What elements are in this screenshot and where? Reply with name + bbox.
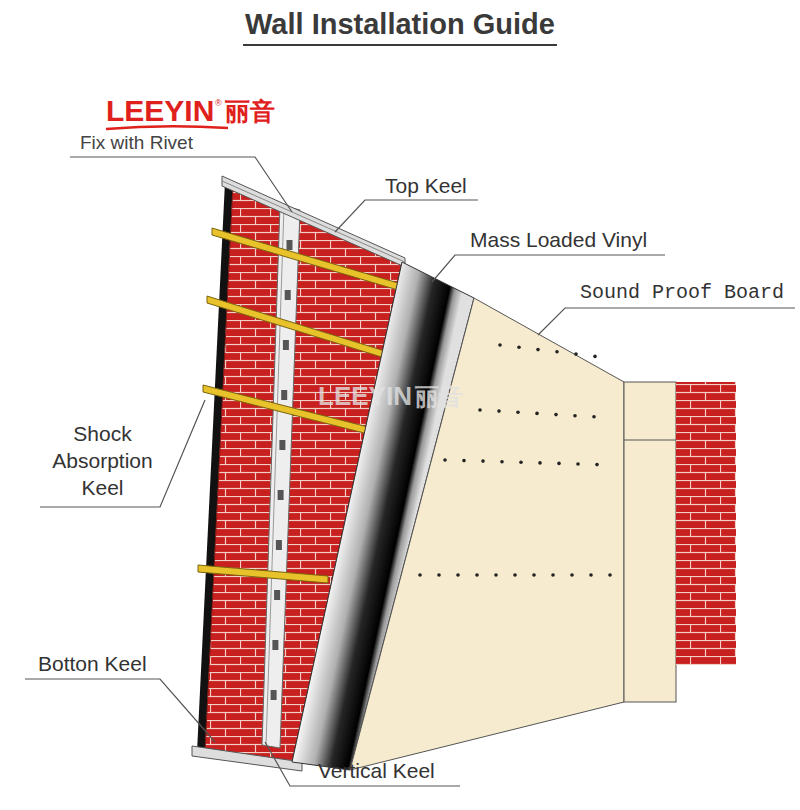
- part-label: Fix with Rivet: [80, 132, 193, 155]
- screw-dot: [593, 355, 597, 359]
- leader-line: [70, 157, 292, 212]
- logo-text: LEEYIN: [106, 96, 214, 126]
- screw-dot: [551, 573, 555, 577]
- title: Wall Installation Guide: [243, 8, 557, 46]
- screw-dot: [494, 573, 498, 577]
- leader-line: [25, 679, 215, 742]
- screw-dot: [557, 462, 561, 466]
- keel-slot: [281, 390, 287, 400]
- leader-lines: [25, 157, 795, 786]
- screw-dot: [500, 460, 504, 464]
- leader-line: [265, 742, 460, 786]
- keel-slot: [278, 490, 284, 500]
- keel-slot: [285, 290, 291, 300]
- keel-edge: [266, 207, 284, 746]
- bottom-keel: [192, 746, 302, 771]
- watermark: LEEYIN: [318, 381, 412, 412]
- shock-keel: [198, 565, 328, 583]
- top-keel: [222, 176, 405, 267]
- screw-dot: [437, 573, 441, 577]
- part-label: Vertical Keel: [318, 758, 435, 783]
- screw-dot: [516, 411, 520, 415]
- keel-slot: [283, 340, 289, 350]
- screw-dot: [475, 573, 479, 577]
- watermark: 丽音: [415, 383, 463, 412]
- vertical-keel: [262, 205, 300, 748]
- leader-line: [335, 200, 478, 232]
- screw-dot: [443, 458, 447, 462]
- part-label: Top Keel: [385, 173, 467, 198]
- screw-dot: [497, 409, 501, 413]
- part-label: Sound Proof Board: [580, 281, 784, 305]
- leader-line: [538, 308, 795, 335]
- sound-board: [350, 298, 624, 770]
- keel-slot: [287, 240, 293, 250]
- screw-dot: [538, 461, 542, 465]
- keel-slots: [271, 240, 293, 700]
- keel-edge: [222, 181, 405, 262]
- screw-dot: [592, 415, 596, 419]
- part-label: Mass Loaded Vinyl: [470, 227, 647, 252]
- shock-keel: [212, 228, 398, 290]
- keel-slot: [279, 440, 285, 450]
- logo-chinese: 丽音: [225, 99, 275, 124]
- logo-swoosh: [106, 126, 228, 129]
- screw-dot: [418, 573, 422, 577]
- screw-dot: [608, 573, 612, 577]
- keel-slot: [276, 540, 282, 550]
- screw-dot: [595, 463, 599, 467]
- part-label: Botton Keel: [38, 651, 147, 676]
- keel-slot: [271, 690, 277, 700]
- leader-line: [432, 255, 665, 282]
- keel-slot: [272, 640, 278, 650]
- shock-keel: [207, 296, 388, 359]
- screw-dot: [478, 408, 482, 412]
- screw-dot: [570, 573, 574, 577]
- registered-mark: ®: [215, 99, 222, 108]
- screw-dot: [536, 348, 540, 352]
- screw-dot: [462, 459, 466, 463]
- part-label: Shock Absorption Keel: [40, 420, 165, 501]
- title-bar: Wall Installation Guide: [0, 8, 800, 46]
- screw-dot: [513, 573, 517, 577]
- screw-dot: [554, 413, 558, 417]
- screw-dot: [574, 352, 578, 356]
- board-screws: [418, 343, 612, 577]
- screw-dot: [519, 461, 523, 465]
- screw-dot: [456, 573, 460, 577]
- screw-dot: [589, 573, 593, 577]
- screw-dot: [576, 462, 580, 466]
- screw-dot: [517, 346, 521, 350]
- brick-wall: [676, 382, 736, 665]
- screw-dot: [481, 459, 485, 463]
- screw-dot: [535, 412, 539, 416]
- screw-dot: [532, 573, 536, 577]
- keel-slot: [274, 590, 280, 600]
- screw-dot: [555, 350, 559, 354]
- board-end: [624, 382, 676, 702]
- screw-dot: [498, 343, 502, 347]
- screw-dot: [573, 414, 577, 418]
- leader-line: [40, 400, 205, 507]
- board-joint: [624, 440, 676, 441]
